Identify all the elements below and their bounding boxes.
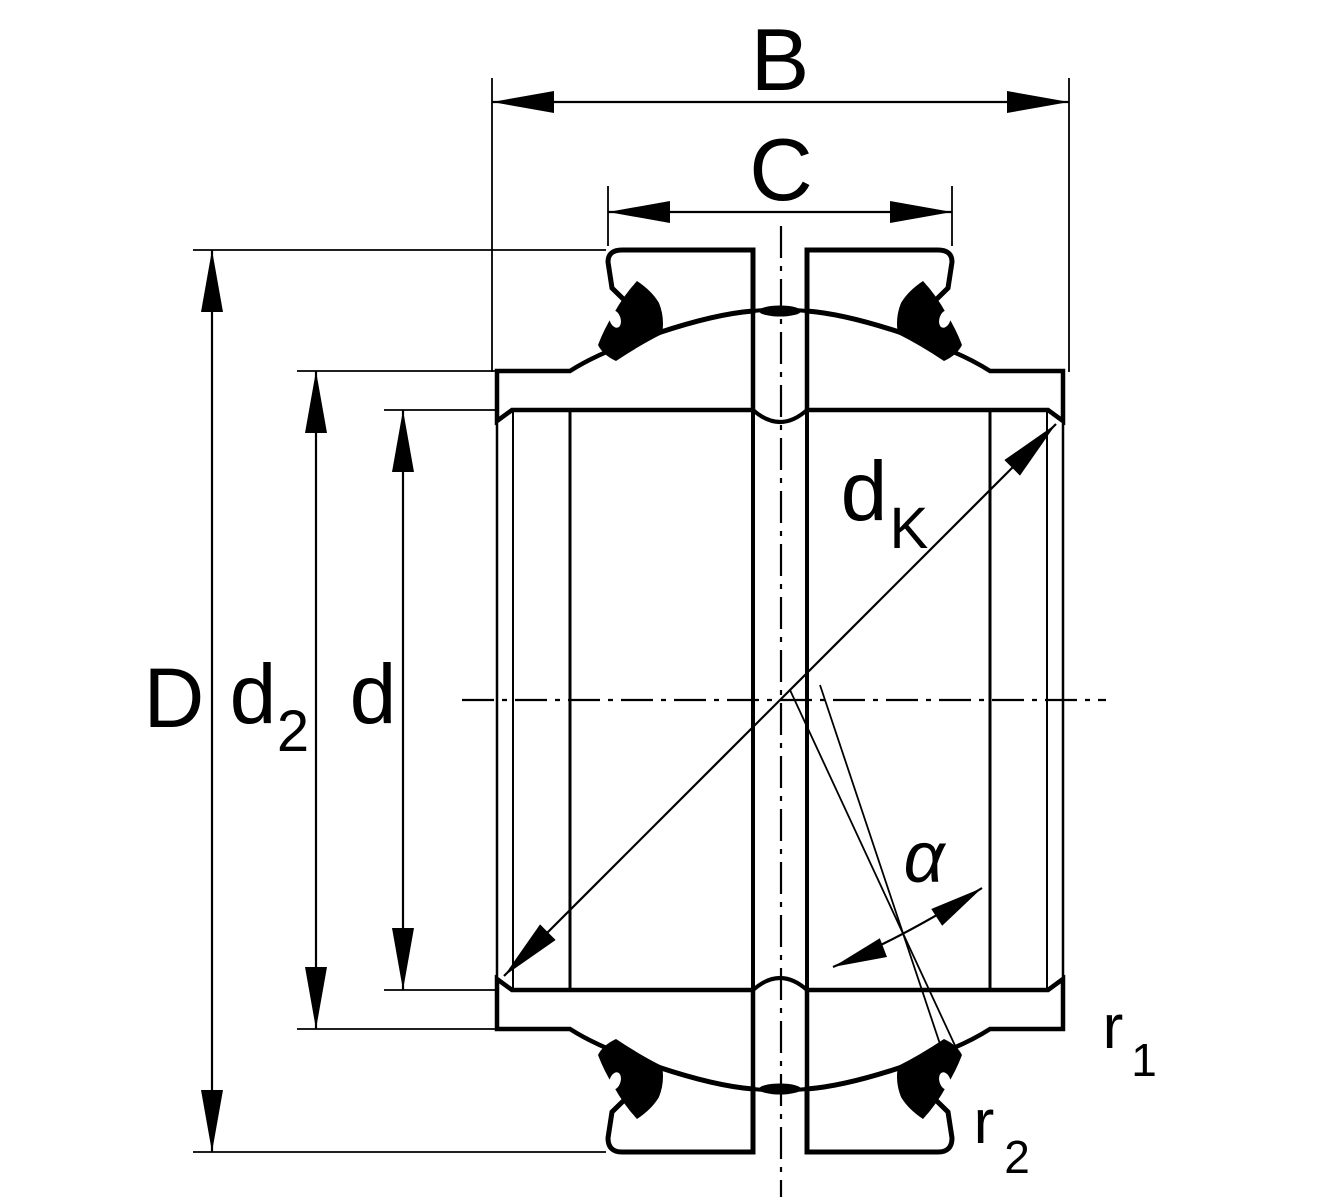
bore-lube-groove-bottom bbox=[751, 976, 809, 992]
dk-label-base: d bbox=[841, 444, 888, 538]
dk-dimension-line bbox=[503, 423, 1057, 977]
r2-label-subscript: 2 bbox=[1004, 1131, 1030, 1183]
inner-ring-upper-right bbox=[804, 308, 1066, 426]
d2-arrow-top bbox=[305, 371, 327, 433]
d-outer-arrow-top bbox=[201, 250, 223, 312]
d-outer-arrow-bottom bbox=[201, 1090, 223, 1152]
c-arrow-right bbox=[890, 201, 952, 223]
d-bore-label: d bbox=[350, 647, 397, 741]
d2-label-base: d bbox=[230, 647, 277, 741]
d-bore-arrow-bottom bbox=[392, 928, 414, 990]
bearing-section bbox=[494, 247, 1066, 1155]
b-arrow-right bbox=[1007, 91, 1069, 113]
bore-lube-groove-top bbox=[751, 408, 809, 424]
dimension-d-bore: d bbox=[350, 409, 497, 991]
alpha-leg-2 bbox=[819, 684, 947, 1063]
inner-ring-lower-left bbox=[494, 974, 756, 1092]
dimension-d2: d 2 bbox=[230, 370, 495, 1030]
c-label: C bbox=[749, 120, 813, 219]
alpha-arrow-left bbox=[829, 938, 887, 977]
c-arrow-left bbox=[608, 201, 670, 223]
bore-silhouette-lines bbox=[495, 410, 1065, 990]
r1-label-subscript: 1 bbox=[1131, 1034, 1157, 1086]
seal-top-right bbox=[897, 281, 962, 361]
dimension-alpha: α bbox=[789, 684, 988, 1063]
dk-arrow-lower bbox=[496, 924, 556, 984]
dk-arrow-upper bbox=[1004, 416, 1064, 476]
lube-hole-opening-bottom bbox=[759, 1083, 801, 1095]
inner-ring-section bbox=[494, 308, 1066, 1092]
dimension-D: D bbox=[144, 249, 606, 1153]
seal-bottom-left bbox=[598, 1039, 663, 1119]
seal-bottom-right bbox=[897, 1039, 962, 1119]
dk-label-subscript: K bbox=[890, 496, 929, 561]
sphere-surface-details bbox=[751, 305, 809, 1095]
dimension-dK: d K bbox=[496, 416, 1064, 984]
dimension-C: C bbox=[607, 120, 953, 246]
d2-arrow-bottom bbox=[305, 967, 327, 1029]
label-r2: r 2 bbox=[974, 1088, 1030, 1183]
b-label: B bbox=[751, 10, 810, 109]
d-outer-label: D bbox=[144, 651, 205, 745]
inner-ring-lower-right bbox=[804, 974, 1066, 1092]
seal-top-left bbox=[598, 281, 663, 361]
r1-label-base: r bbox=[1103, 993, 1124, 1062]
label-r1: r 1 bbox=[1103, 993, 1157, 1086]
lube-hole-opening-top bbox=[759, 305, 801, 317]
alpha-label: α bbox=[903, 818, 946, 898]
d2-label-subscript: 2 bbox=[277, 699, 309, 764]
r2-label-base: r bbox=[974, 1088, 995, 1157]
inner-ring-upper-left bbox=[494, 308, 756, 426]
b-arrow-left bbox=[492, 91, 554, 113]
alpha-leg-1 bbox=[789, 689, 959, 1053]
d-bore-arrow-top bbox=[392, 410, 414, 472]
dimension-B: B bbox=[491, 10, 1070, 372]
